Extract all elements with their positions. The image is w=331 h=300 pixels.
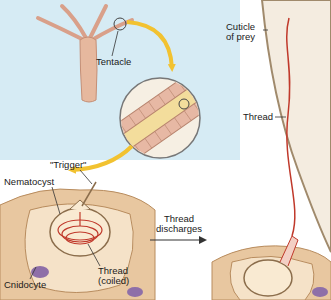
cnidocyte-cell <box>0 182 155 300</box>
part-label: "Trigger" <box>50 160 92 170</box>
leader-line <box>88 244 100 266</box>
discharged-cnidocyte <box>212 236 331 300</box>
part-label: Tentacle <box>96 57 136 67</box>
prey-cuticle <box>262 0 331 252</box>
tentacle-section <box>99 67 220 169</box>
part-label: Thread <box>243 112 275 122</box>
process-arrow <box>150 239 205 240</box>
part-label: Cuticle of prey <box>226 22 264 43</box>
discharged-thread <box>287 18 295 236</box>
part-label: Cnidocyte <box>4 280 56 290</box>
leader-line <box>275 117 286 118</box>
zoom-arrow <box>127 22 172 68</box>
leader-line <box>263 30 268 31</box>
hydra <box>38 6 132 102</box>
leader-line <box>112 31 118 56</box>
part-label: Nematocyst <box>4 177 64 187</box>
part-label: Thread (coiled) <box>98 266 142 287</box>
leader-line <box>30 267 36 279</box>
background-panel <box>0 0 240 160</box>
part-label: Thread discharges <box>150 214 208 235</box>
leader-line <box>52 187 60 214</box>
leader-line <box>80 170 92 184</box>
